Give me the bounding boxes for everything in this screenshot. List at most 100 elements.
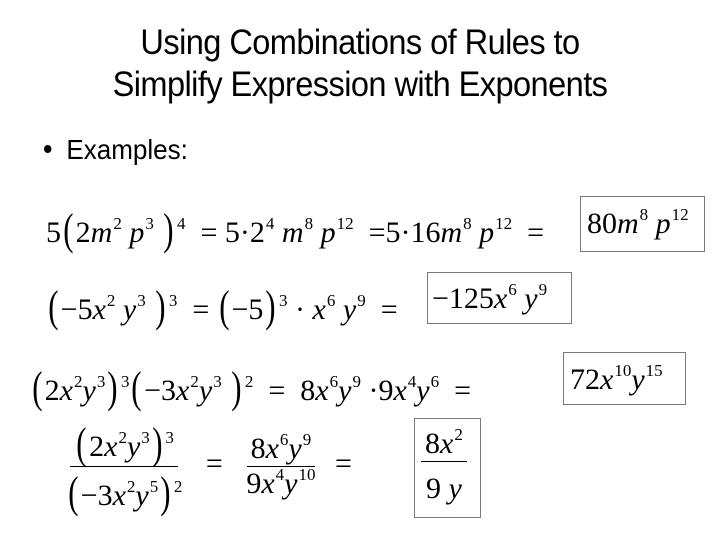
- left-paren: (: [48, 282, 59, 331]
- exponent: 2: [113, 214, 122, 233]
- variable: x: [493, 282, 508, 315]
- variable: p: [655, 207, 671, 240]
- exponent: 3: [279, 291, 288, 310]
- exponent: 2: [190, 372, 199, 391]
- variable: y: [416, 374, 430, 407]
- answer-box-2: −125x6 y9: [427, 272, 572, 324]
- multiply-dot: ·: [295, 293, 306, 326]
- coefficient: 2: [75, 216, 91, 249]
- equals-sign: =: [527, 216, 545, 249]
- coefficient: 2: [44, 374, 60, 407]
- variable: y: [448, 472, 462, 505]
- right-paren: ): [107, 363, 118, 412]
- variable: p: [129, 216, 145, 249]
- coefficient: −5: [231, 293, 264, 326]
- coefficient: 80: [587, 207, 617, 240]
- denominator: 9x4y10: [242, 465, 319, 500]
- multiply-dot: ·: [239, 216, 250, 249]
- left-paren: (: [68, 468, 79, 517]
- exponent: 12: [495, 214, 513, 233]
- exponent: 8: [463, 214, 472, 233]
- variable: y: [198, 374, 213, 407]
- equals-sign: =: [200, 216, 218, 249]
- fraction: 8x6y9 9x4y10: [242, 431, 319, 500]
- variable: x: [112, 479, 126, 512]
- exponent: 2: [244, 372, 254, 391]
- coefficient: −125: [432, 282, 494, 315]
- answer-box-1: 80m8 p12: [580, 196, 705, 252]
- variable: x: [176, 374, 190, 407]
- variable: x: [92, 293, 106, 326]
- exponent: 2: [126, 477, 136, 496]
- exponent: 10: [298, 465, 316, 484]
- exponent: 2: [73, 372, 83, 391]
- multiply-dot: ·: [400, 216, 411, 249]
- equals-sign: =: [268, 374, 286, 407]
- variable: y: [82, 374, 96, 407]
- variable: y: [126, 430, 141, 463]
- answer-4: 8x2 9 y: [421, 426, 467, 504]
- exponent: 9: [352, 372, 361, 391]
- variable: x: [265, 432, 279, 465]
- answer-1: 80m8 p12: [587, 206, 689, 240]
- variable: m: [90, 216, 113, 249]
- exponent: 2: [173, 477, 183, 496]
- exponent: 2: [454, 425, 463, 444]
- coefficient: 8: [250, 432, 266, 465]
- fraction: 8x2 9 y: [421, 426, 467, 504]
- variable: x: [59, 374, 73, 407]
- variable: y: [288, 432, 302, 465]
- variable: x: [393, 374, 407, 407]
- left-paren: (: [32, 363, 43, 412]
- right-paren: ): [155, 282, 166, 331]
- coefficient: −3: [80, 479, 113, 512]
- right-paren: ): [160, 468, 171, 517]
- right-paren: ): [231, 363, 242, 412]
- variable: y: [135, 479, 149, 512]
- example-2: (−5x2 y3 )3 = (−5)3 · x6 y9 =: [46, 282, 397, 331]
- exponent: 3: [120, 372, 130, 391]
- exponent: 4: [176, 214, 186, 233]
- variable: x: [104, 430, 118, 463]
- variable: y: [631, 363, 645, 396]
- exponent: 6: [279, 430, 289, 449]
- exponent: 3: [137, 291, 146, 310]
- denominator: (−3x2y5)2: [62, 467, 186, 517]
- variable: y: [342, 293, 357, 326]
- answer-box-4: 8x2 9 y: [414, 418, 481, 518]
- title-line-1: Using Combinations of Rules to: [140, 23, 580, 62]
- variable: m: [440, 216, 463, 249]
- variable: y: [122, 293, 137, 326]
- slide-title: Using Combinations of Rules to Simplify …: [25, 22, 695, 106]
- exponent: 6: [326, 291, 336, 310]
- coefficient: 8: [300, 374, 316, 407]
- exponent: 6: [329, 372, 339, 391]
- right-paren: ): [163, 205, 174, 254]
- variable: y: [284, 467, 298, 500]
- exponent: 3: [141, 428, 150, 447]
- coefficient: 9: [426, 472, 441, 505]
- coefficient: −5: [60, 293, 93, 326]
- coefficient: 16: [410, 216, 441, 249]
- exponent: 15: [645, 361, 663, 380]
- bullet-item: Examples:: [44, 133, 188, 167]
- coefficient: 9: [378, 374, 394, 407]
- variable: x: [600, 363, 614, 396]
- exponent: 8: [304, 214, 314, 233]
- coefficient: 72: [570, 363, 600, 396]
- coefficient: 2: [89, 430, 105, 463]
- exponent: 3: [145, 214, 154, 233]
- example-1: 5(2m2 p3 )4 = 5·24 m8 p12 =5·16m8 p12 =: [46, 205, 545, 254]
- left-paren: (: [131, 363, 142, 412]
- numerator: (2x2y3)3: [70, 420, 178, 467]
- title-line-2: Simplify Expression with Exponents: [112, 65, 608, 104]
- multiply-dot: ·: [368, 374, 379, 407]
- equals-sign: =: [205, 447, 223, 481]
- exponent: 5: [149, 477, 159, 496]
- denominator: 9 y: [422, 462, 466, 504]
- coefficient: 9: [246, 467, 262, 500]
- left-paren: (: [219, 282, 230, 331]
- variable: x: [312, 293, 326, 326]
- equals-sign: =5: [368, 216, 401, 249]
- variable: x: [440, 427, 454, 460]
